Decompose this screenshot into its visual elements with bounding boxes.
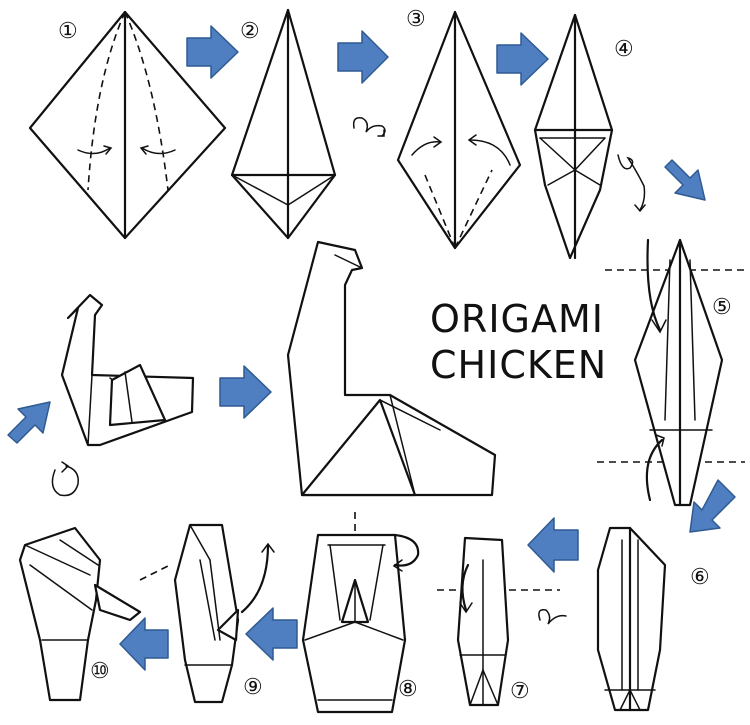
arrow-step-5-to-6 bbox=[689, 479, 736, 533]
step-6-figure bbox=[596, 526, 667, 712]
flip-over-icon bbox=[352, 116, 386, 137]
step-7-number: ⑦ bbox=[510, 679, 530, 704]
flip-over-icon-2 bbox=[617, 154, 646, 213]
chicken-small-figure bbox=[51, 293, 195, 497]
arrow-step-9-to-10 bbox=[119, 617, 169, 671]
step-3-number: ③ bbox=[406, 7, 426, 32]
step-5-figure bbox=[597, 238, 745, 507]
step-1-figure bbox=[28, 10, 227, 240]
arrow-step-3-to-4 bbox=[496, 32, 549, 86]
arrow-step-1-to-2 bbox=[186, 25, 239, 79]
title-line-1: ORIGAMI bbox=[430, 297, 604, 341]
step-6-number: ⑥ bbox=[690, 565, 710, 590]
arrow-step-2-to-3 bbox=[337, 30, 389, 84]
step-4-number: ④ bbox=[614, 37, 634, 62]
step-8-figure bbox=[301, 512, 420, 714]
title-line-2: CHICKEN bbox=[430, 343, 608, 387]
arrow-step-4-to-5 bbox=[664, 159, 706, 201]
step-10-number: ⑩ bbox=[90, 659, 110, 684]
step-10-figure bbox=[18, 526, 171, 702]
step-2-figure bbox=[230, 8, 337, 240]
chicken-large-figure bbox=[286, 240, 497, 497]
arrow-step-8-to-9 bbox=[245, 607, 298, 661]
step-9-number: ⑨ bbox=[243, 675, 263, 700]
arrow-step-10-to-small-chicken bbox=[7, 401, 51, 444]
step-5-number: ⑤ bbox=[712, 295, 732, 320]
step-7-figure bbox=[437, 536, 567, 707]
step-8-number: ⑧ bbox=[398, 677, 418, 702]
arrow-small-to-large-chicken bbox=[219, 365, 272, 419]
step-2-number: ② bbox=[240, 19, 260, 44]
step-1-number: ① bbox=[58, 19, 78, 44]
step-4-figure bbox=[533, 13, 614, 260]
step-3-figure bbox=[396, 10, 522, 250]
step-9-figure bbox=[173, 523, 275, 704]
arrow-step-6-to-7 bbox=[527, 517, 579, 573]
